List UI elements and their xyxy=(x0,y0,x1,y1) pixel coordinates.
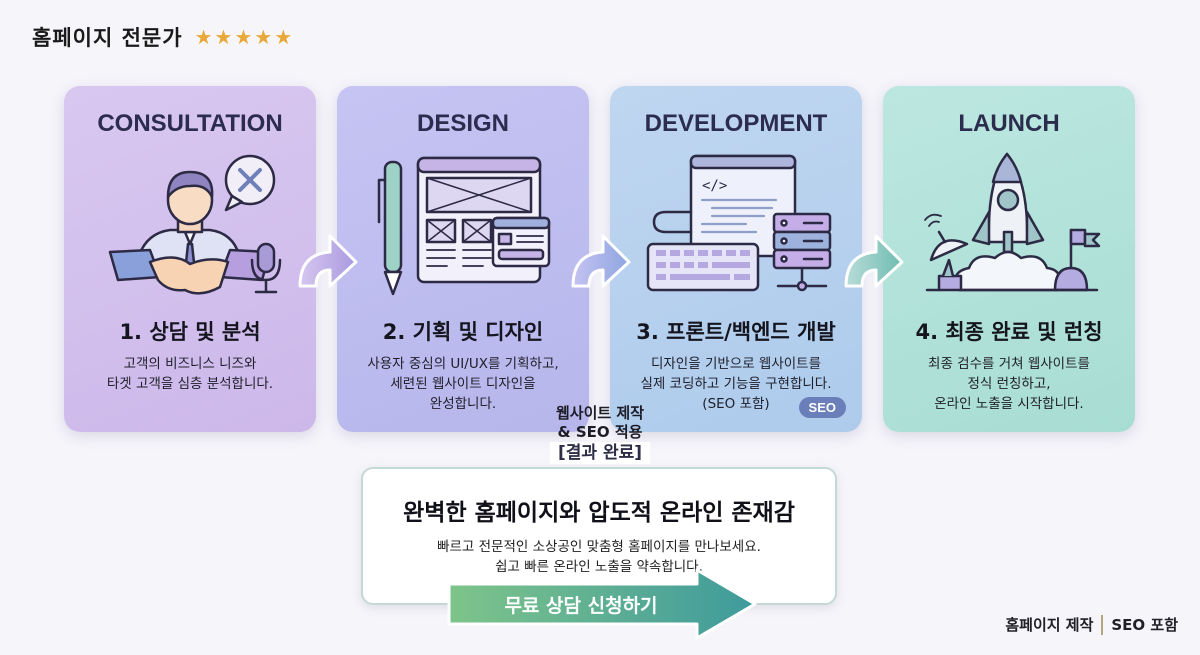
step-description: 최종 검수를 거쳐 웹사이트를 정식 런칭하고, 온라인 노출을 시작합니다. xyxy=(928,356,1090,412)
step-title: 2. 기획 및 디자인 xyxy=(382,320,544,344)
star-icon: ★ xyxy=(254,25,273,49)
step-card-launch: LAUNCH 4. 최종 완료 및 런칭 최종 검수를 거쳐 웹사이트를 정식 … xyxy=(883,86,1135,432)
rocket-launch-icon xyxy=(924,152,1101,292)
consultation-handshake-icon xyxy=(108,154,282,295)
cta-arrow-shape xyxy=(447,568,757,640)
star-icon: ★ xyxy=(274,25,293,49)
footer-right: SEO 포함 xyxy=(1111,616,1178,634)
step-heading: LAUNCH xyxy=(958,110,1060,137)
step-heading: CONSULTATION xyxy=(97,110,283,137)
step-card-development: DEVELOPMENT </> 3. 프론트/백엔드 개발 디자인을 기반으로 … xyxy=(610,86,862,432)
wireframe-design-icon xyxy=(377,156,551,296)
cta-label: 무료 상담 신청하기 xyxy=(504,594,658,617)
star-icon: ★ xyxy=(214,25,233,49)
free-consultation-button[interactable]: 무료 상담 신청하기 xyxy=(447,568,759,640)
step-title: 1. 상담 및 분석 xyxy=(119,320,261,344)
step-description: 디자인을 기반으로 웹사이트를 실제 코딩하고 기능을 구현합니다. (SEO … xyxy=(640,356,832,412)
step-heading: DEVELOPMENT xyxy=(644,110,828,137)
footer-left: 홈페이지 제작 xyxy=(1005,616,1094,634)
flow-arrow-icon xyxy=(298,234,358,288)
result-title: 완벽한 홈페이지와 압도적 온라인 존재감 xyxy=(403,500,795,526)
result-description: 빠르고 전문적인 소상공인 맞춤형 홈페이지를 만나보세요. 쉽고 빠른 온라인… xyxy=(437,539,761,575)
footer-divider xyxy=(1101,614,1104,635)
step-card-design: DESIGN 2. 기획 및 디자인 사용자 중심의 UI/UX를 기획하고, … xyxy=(337,86,589,432)
step-heading: DESIGN xyxy=(416,110,509,137)
svg-text:</>: </> xyxy=(702,178,727,194)
step-description: 사용자 중심의 UI/UX를 기획하고, 세련된 웹사이트 디자인을 완성합니다… xyxy=(367,356,559,412)
step-title: 3. 프론트/백엔드 개발 xyxy=(636,320,836,344)
star-icon: ★ xyxy=(234,25,253,49)
brand-header: 홈페이지 전문가 ★ ★ ★ ★ ★ xyxy=(32,22,292,52)
result-label-line2: & SEO 적용 xyxy=(557,423,643,441)
seo-badge: SEO xyxy=(798,397,846,418)
result-label: 웹사이트 제작 & SEO 적용 [결과 완료] xyxy=(500,404,700,464)
code-server-icon: </> xyxy=(646,154,832,292)
step-card-consultation: CONSULTATION 1. 상담 및 분석 고객의 비즈니스 니즈와 타겟 … xyxy=(64,86,316,432)
result-label-line1: 웹사이트 제작 xyxy=(555,404,645,422)
star-icon: ★ xyxy=(194,25,213,49)
flow-arrow-icon xyxy=(571,234,631,288)
flow-arrow-icon xyxy=(844,234,904,288)
step-title: 4. 최종 완료 및 런칭 xyxy=(915,320,1103,344)
brand-title: 홈페이지 전문가 xyxy=(32,26,183,50)
step-description: 고객의 비즈니스 니즈와 타겟 고객을 심층 분석합니다. xyxy=(106,356,274,392)
rating-stars: ★ ★ ★ ★ ★ xyxy=(195,27,293,47)
footer-tagline: 홈페이지 제작 SEO 포함 xyxy=(1005,614,1178,635)
result-label-line3: [결과 완료] xyxy=(549,442,651,464)
